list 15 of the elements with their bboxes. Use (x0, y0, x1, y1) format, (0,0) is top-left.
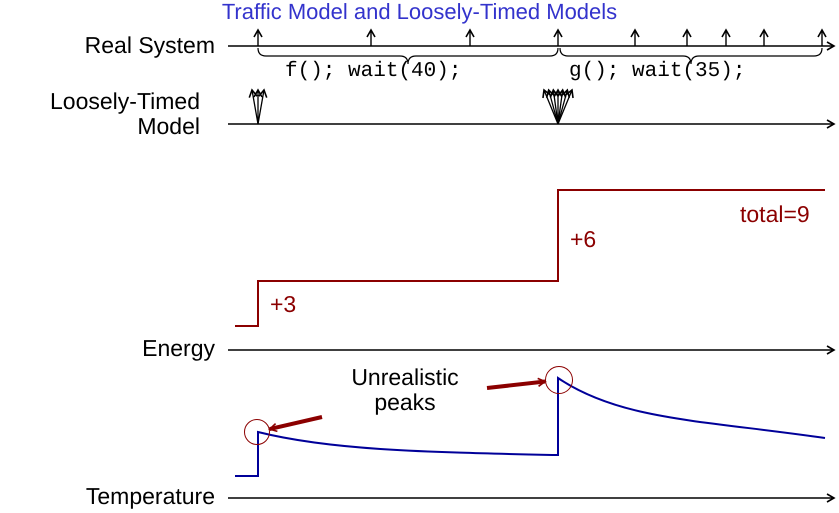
energy-value: +6 (570, 227, 596, 252)
highlight-circle (244, 419, 270, 445)
row-label: Real System (84, 33, 215, 58)
energy-value: +3 (270, 292, 296, 318)
highlight-circle (545, 366, 573, 394)
code-text: f(); wait(40); (285, 60, 462, 84)
row-label: Loosely-Timed Model (49, 89, 200, 140)
callout-arrow (268, 415, 322, 432)
callout-arrow (486, 378, 546, 390)
row-label: Temperature (84, 484, 215, 510)
title: Traffic Model and Loosely-Timed Models (220, 0, 618, 24)
energy-value: total=9 (740, 202, 810, 228)
callout-text: Unrealistic peaks (325, 365, 485, 435)
row-label: Energy (141, 336, 215, 362)
code-text: g(); wait(35); (569, 60, 746, 84)
